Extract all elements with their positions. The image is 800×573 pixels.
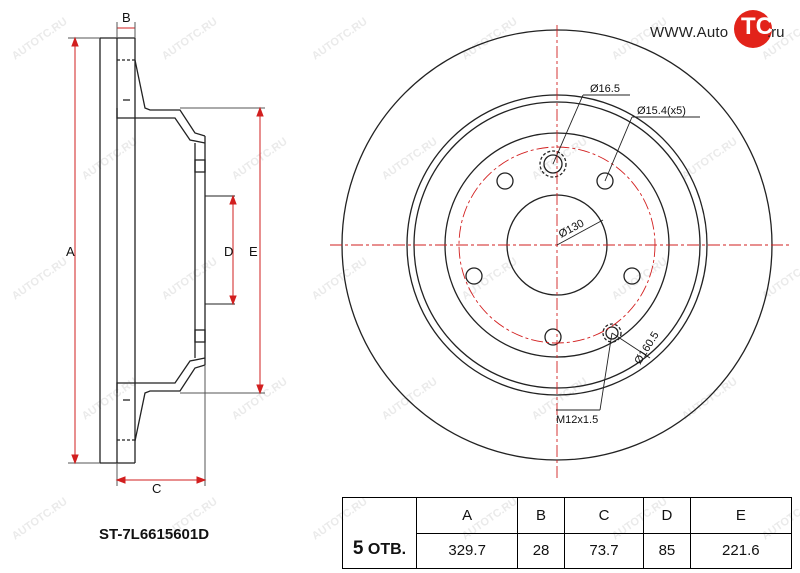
watermark-text: AUTOTC.RU xyxy=(160,16,220,63)
label-d: D xyxy=(224,244,233,259)
watermark-text: AUTOTC.RU xyxy=(160,256,220,303)
watermark-text: AUTOTC.RU xyxy=(380,136,440,183)
bolt-holes-cell: 5 ОТВ. xyxy=(342,497,417,569)
watermark-text: AUTOTC.RU xyxy=(680,136,740,183)
header-d: D xyxy=(643,497,691,534)
autotc-logo: WWW.Auto TC .ru xyxy=(650,10,790,50)
label-b: B xyxy=(122,10,131,25)
value-b: 28 xyxy=(517,532,565,569)
label-d15-4: Ø15.4(x5) xyxy=(637,105,686,117)
watermark-text: AUTOTC.RU xyxy=(310,16,370,63)
value-e: 221.6 xyxy=(689,532,793,569)
part-number: ST-7L6615601D xyxy=(99,526,210,543)
header-e: E xyxy=(689,497,793,534)
watermark-text: AUTOTC.RU xyxy=(10,256,70,303)
header-c: C xyxy=(563,497,645,534)
logo-tc-text: TC xyxy=(741,13,773,40)
leader-lines xyxy=(552,94,700,411)
bolt-holes-label: ОТВ. xyxy=(367,541,407,558)
header-b: B xyxy=(517,497,565,534)
bolt-holes-count: 5 xyxy=(352,538,364,559)
label-a: A xyxy=(66,244,75,259)
spec-value-row: 329.7 28 73.7 85 221.6 xyxy=(343,532,793,569)
watermark-text: AUTOTC.RU xyxy=(10,496,70,543)
value-c: 73.7 xyxy=(563,532,645,569)
label-d16-5: Ø16.5 xyxy=(590,83,620,95)
label-d160-5: Ø160.5 xyxy=(632,330,661,367)
spec-table: 5 ОТВ. A B C D E 329.7 28 73.7 85 221.6 xyxy=(342,497,793,569)
watermark-text: AUTOTC.RU xyxy=(460,16,520,63)
label-c: C xyxy=(152,481,161,496)
dimension-lines xyxy=(68,22,265,486)
watermark-text: AUTOTC.RU xyxy=(310,256,370,303)
value-a: 329.7 xyxy=(415,532,519,569)
label-m12: M12x1.5 xyxy=(556,414,598,426)
logo-www-text: WWW.Auto xyxy=(650,24,729,41)
value-d: 85 xyxy=(643,532,691,569)
logo-red-circle xyxy=(734,10,772,48)
side-section-view xyxy=(99,37,235,464)
header-a: A xyxy=(415,497,519,534)
watermark-text: AUTOTC.RU xyxy=(80,136,140,183)
watermark-text: AUTOTC.RU xyxy=(10,16,70,63)
spec-header-row: 5 ОТВ. A B C D E xyxy=(342,497,793,569)
center-lines xyxy=(330,25,790,480)
label-e: E xyxy=(249,244,258,259)
watermark-text: AUTOTC.RU xyxy=(380,376,440,423)
logo-ru-text: .ru xyxy=(767,24,785,41)
